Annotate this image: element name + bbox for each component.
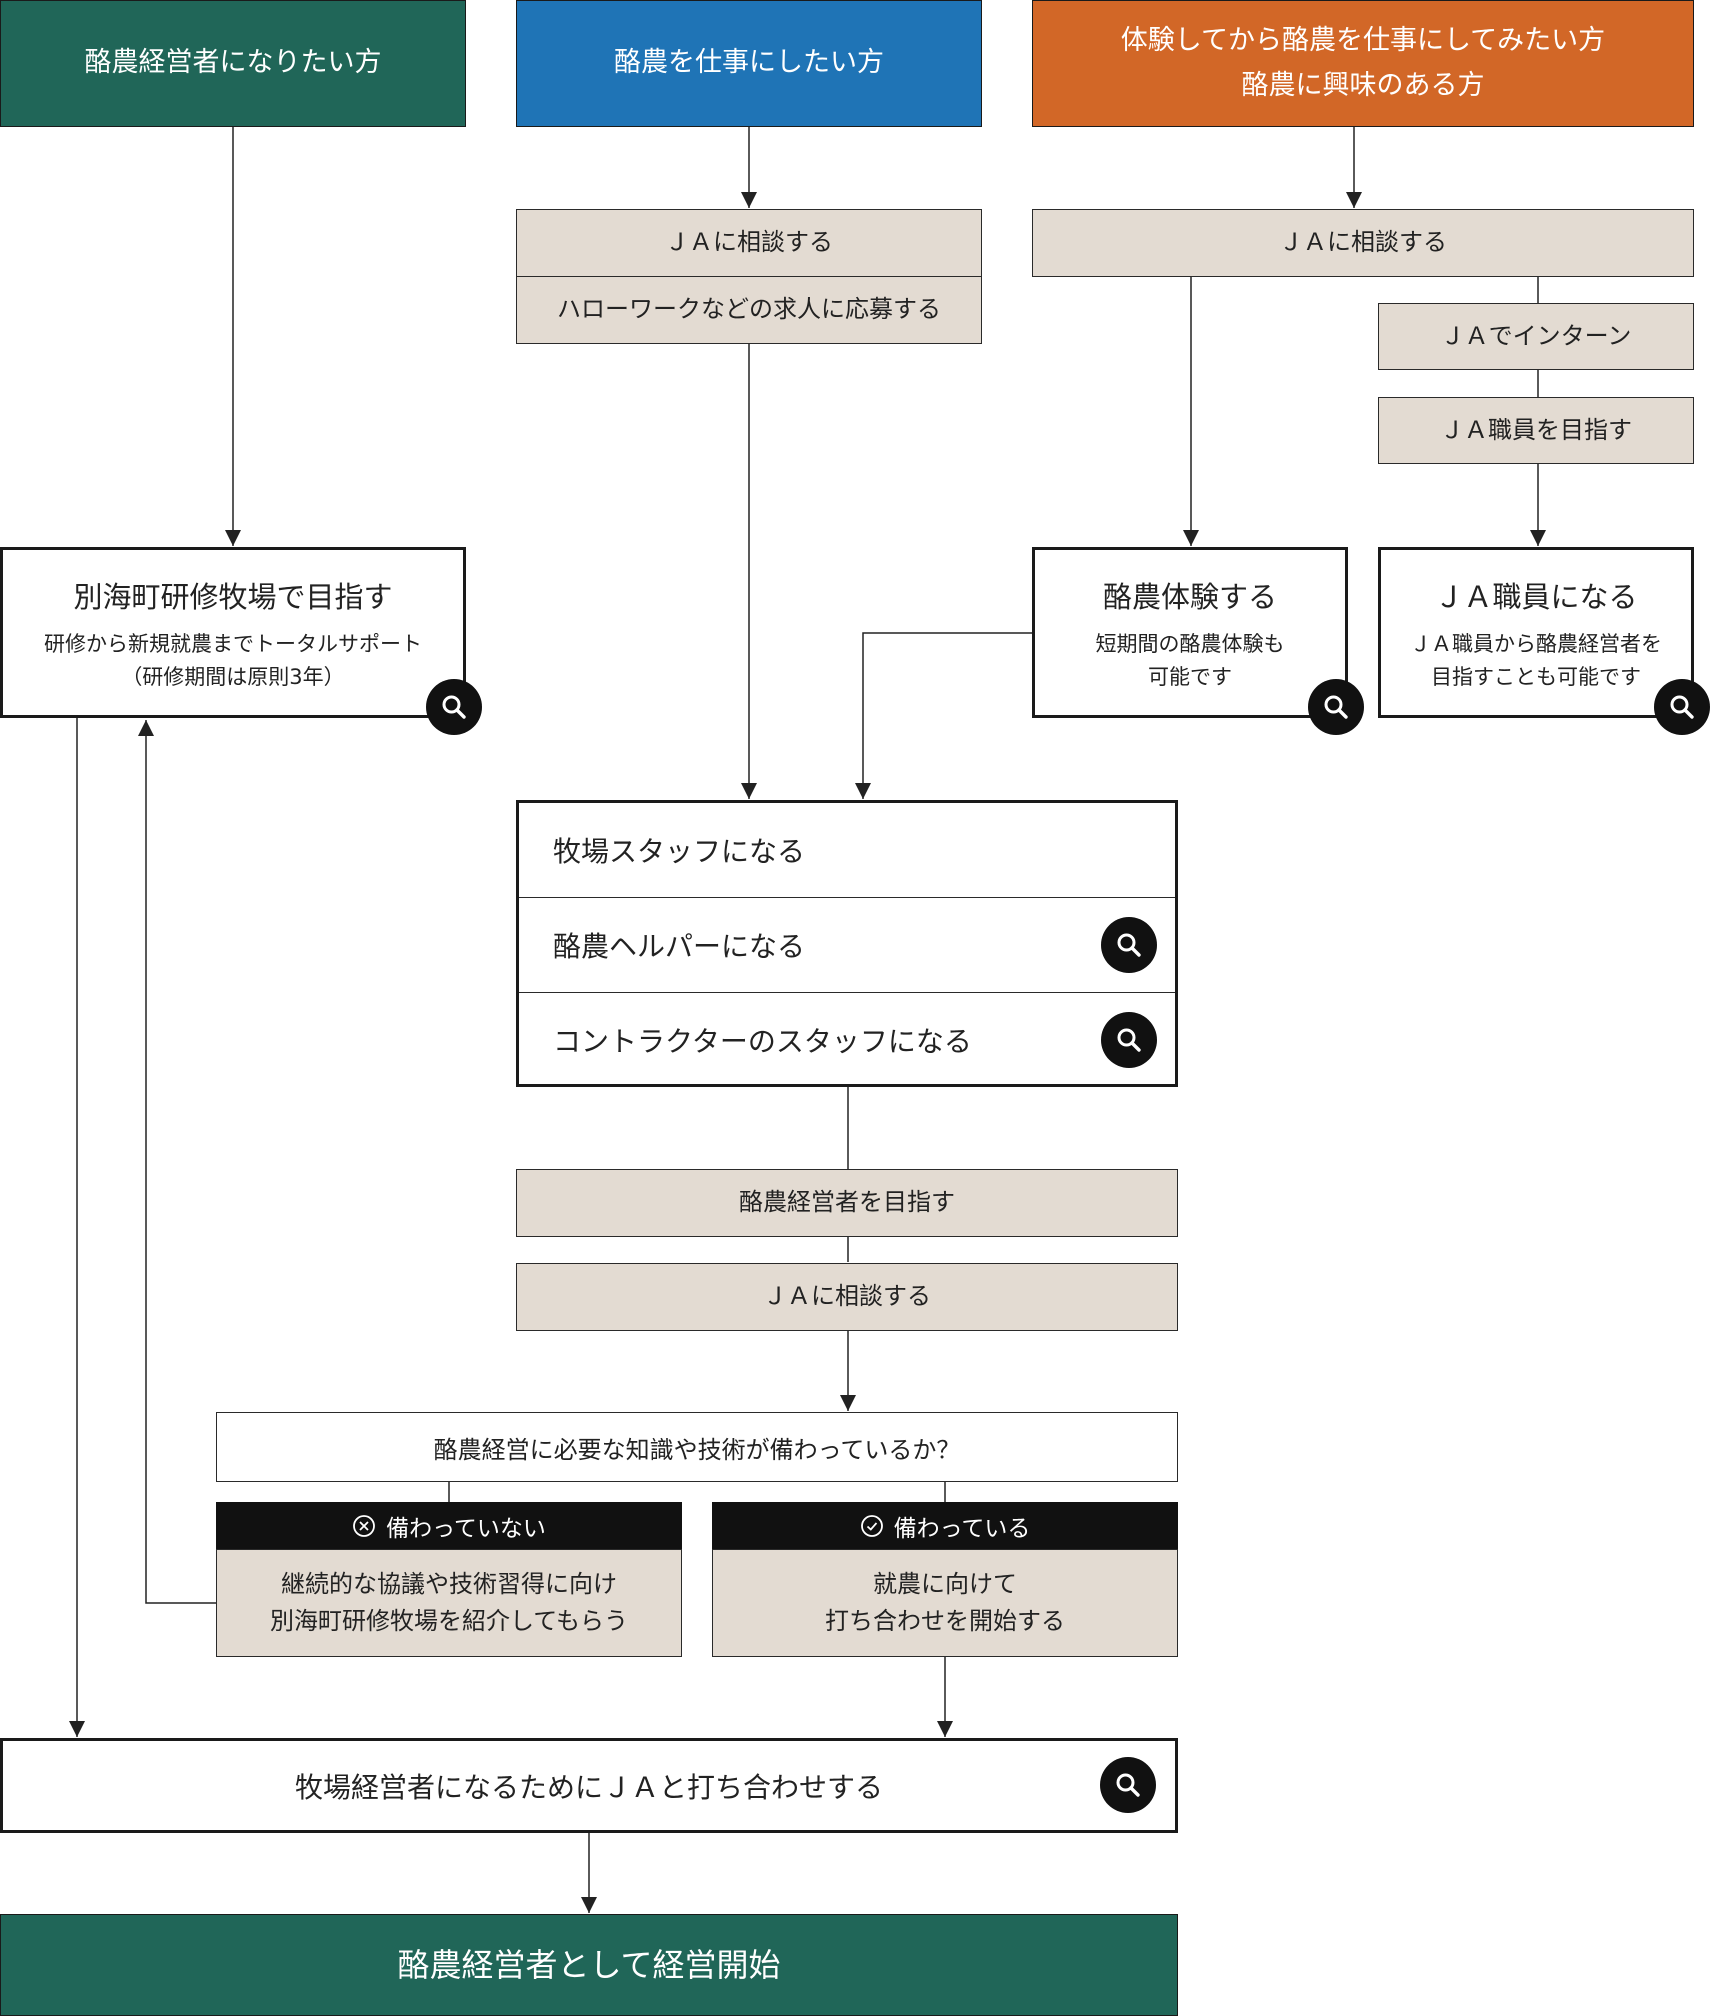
ja-staff-desc1: ＪＡ職員から酪農経営者を: [1410, 632, 1662, 656]
header-manager-label: 酪農経営者になりたい方: [84, 47, 382, 79]
aim-manager-label: 酪農経営者を目指す: [739, 1188, 955, 1217]
header-job: 酪農を仕事にしたい方: [516, 0, 982, 127]
experience-title: 酪農体験する: [1102, 580, 1277, 614]
training-farm-desc2: （研修期間は原則3年）: [121, 664, 345, 689]
exp-aim-staff-label: ＪＡ職員を目指す: [1440, 415, 1632, 444]
ja-staff-title: ＪＡ職員になる: [1434, 580, 1638, 614]
staff-option-label: コントラクターのスタッフになる: [553, 1024, 972, 1058]
exp-consult-label: ＪＡに相談する: [1279, 228, 1447, 257]
search-icon[interactable]: [1308, 679, 1364, 735]
training-farm-card[interactable]: 別海町研修牧場で目指す 研修から新規就農までトータルサポート （研修期間は原則3…: [0, 547, 466, 718]
no-branch-line1: 継続的な協議や技術習得に向け: [281, 1569, 617, 1598]
search-icon[interactable]: [426, 679, 482, 735]
header-manager: 酪農経営者になりたい方: [0, 0, 466, 127]
ja-meeting-box[interactable]: 牧場経営者になるためにＪＡと打ち合わせする: [0, 1738, 1178, 1833]
yes-branch-label: 備わっている: [893, 1516, 1031, 1542]
exp-intern-step: ＪＡでインターン: [1378, 303, 1694, 370]
job-hellowork-label: ハローワークなどの求人に応募する: [557, 295, 941, 324]
staff-option-farm-staff[interactable]: 牧場スタッフになる: [519, 803, 1175, 898]
ja-staff-desc2: 目指すことも可能です: [1431, 664, 1641, 689]
aim-manager-step: 酪農経営者を目指す: [516, 1169, 1178, 1237]
training-farm-title: 別海町研修牧場で目指す: [73, 580, 393, 614]
check-circle-icon: [860, 1515, 883, 1537]
ja-meeting-label: 牧場経営者になるためにＪＡと打ち合わせする: [294, 1770, 883, 1804]
job-consult-step: ＪＡに相談する: [516, 209, 982, 277]
staff-option-label: 牧場スタッフになる: [553, 835, 806, 868]
experience-card[interactable]: 酪農体験する 短期間の酪農体験も 可能です: [1032, 547, 1348, 718]
yes-branch-line1: 就農に向けて: [873, 1569, 1017, 1598]
exp-intern-label: ＪＡでインターン: [1440, 321, 1632, 350]
search-icon[interactable]: [1654, 679, 1710, 735]
search-icon[interactable]: [1101, 917, 1157, 973]
exp-aim-staff-step: ＪＡ職員を目指す: [1378, 397, 1694, 464]
skills-question-label: 酪農経営に必要な知識や技術が備わっているか？: [433, 1435, 961, 1464]
header-experience-line2: 酪農に興味のある方: [1241, 69, 1485, 101]
header-job-label: 酪農を仕事にしたい方: [614, 47, 884, 79]
mid-consult-label: ＪＡに相談する: [763, 1282, 931, 1311]
experience-desc2: 可能です: [1148, 664, 1232, 689]
no-branch-action: 継続的な協議や技術習得に向け 別海町研修牧場を紹介してもらう: [216, 1549, 682, 1657]
no-branch-header: 備わっていない: [216, 1502, 682, 1550]
ja-staff-card[interactable]: ＪＡ職員になる ＪＡ職員から酪農経営者を 目指すことも可能です: [1378, 547, 1694, 718]
header-experience-line1: 体験してから酪農を仕事にしてみたい方: [1120, 24, 1606, 56]
x-circle-icon: [353, 1515, 375, 1537]
skills-question: 酪農経営に必要な知識や技術が備わっているか？: [216, 1412, 1178, 1482]
header-experience: 体験してから酪農を仕事にしてみたい方 酪農に興味のある方: [1032, 0, 1694, 127]
no-branch-label: 備わっていない: [386, 1516, 546, 1542]
yes-branch-header: 備わっている: [712, 1502, 1178, 1550]
no-branch-line2: 別海町研修牧場を紹介してもらう: [269, 1607, 629, 1635]
yes-branch-action: 就農に向けて 打ち合わせを開始する: [712, 1549, 1178, 1657]
search-icon[interactable]: [1100, 1757, 1156, 1813]
job-hellowork-step: ハローワークなどの求人に応募する: [516, 276, 982, 344]
job-consult-label: ＪＡに相談する: [665, 228, 833, 257]
search-icon[interactable]: [1101, 1011, 1157, 1068]
final-start-label: 酪農経営者として経営開始: [397, 1945, 781, 1984]
experience-desc1: 短期間の酪農体験も: [1095, 632, 1285, 656]
exp-consult-step: ＪＡに相談する: [1032, 209, 1694, 277]
staff-option-contractor[interactable]: コントラクターのスタッフになる: [519, 993, 1175, 1086]
final-start-box: 酪農経営者として経営開始: [0, 1914, 1178, 2016]
mid-consult-step: ＪＡに相談する: [516, 1263, 1178, 1331]
training-farm-desc1: 研修から新規就農までトータルサポート: [44, 632, 422, 656]
staff-option-helper[interactable]: 酪農ヘルパーになる: [519, 898, 1175, 993]
staff-option-label: 酪農ヘルパーになる: [553, 930, 806, 963]
staff-options-box: 牧場スタッフになる 酪農ヘルパーになる コントラクターのスタッフになる: [516, 800, 1178, 1087]
yes-branch-line2: 打ち合わせを開始する: [825, 1607, 1065, 1635]
